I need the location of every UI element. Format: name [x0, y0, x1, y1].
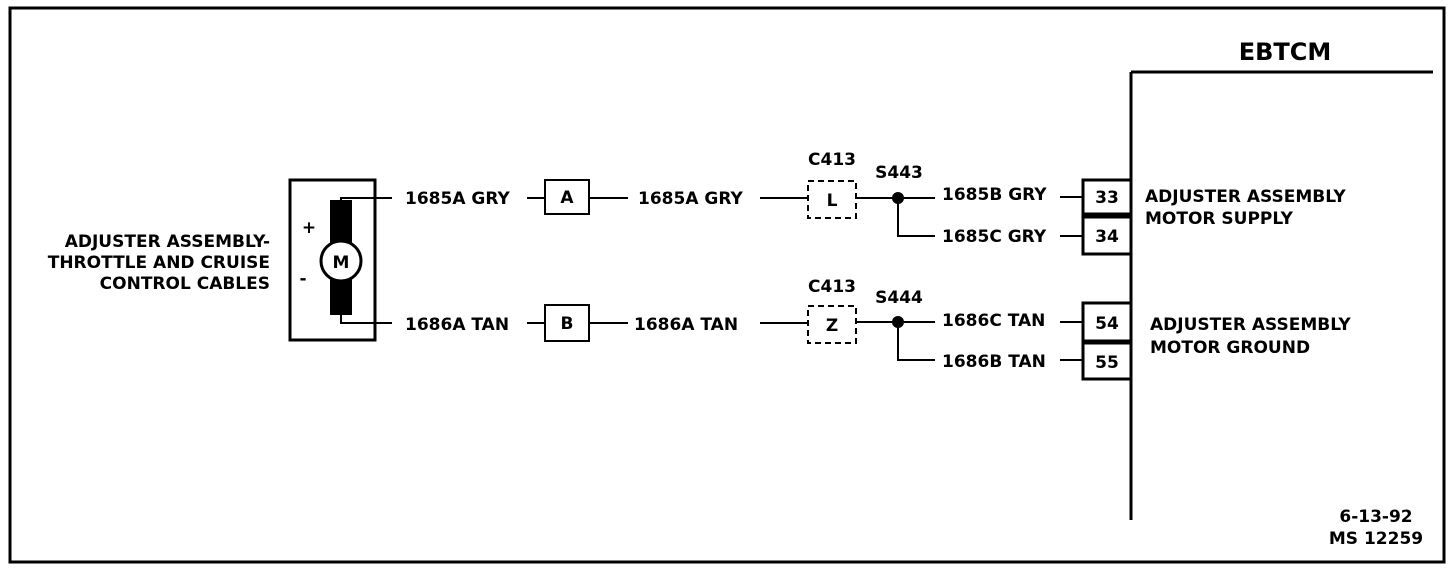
upper-connector-label: A — [560, 188, 574, 208]
pin-55-label: 55 — [1095, 353, 1119, 373]
upper-function-line1: ADJUSTER ASSEMBLY — [1145, 187, 1346, 207]
motor-label-line3: CONTROL CABLES — [100, 274, 270, 294]
pin-54-label: 54 — [1095, 314, 1119, 334]
upper-wire-left-label: 1685A GRY — [405, 189, 511, 209]
lower-inline-pin: Z — [826, 316, 838, 336]
lower-wire-mid-label: 1686A TAN — [634, 315, 738, 335]
upper-branch-top-wire-label: 1685B GRY — [942, 185, 1047, 205]
motor-label-line2: THROTTLE AND CRUISE — [48, 253, 270, 273]
lower-function-line2: MOTOR GROUND — [1150, 338, 1310, 358]
motor-plus-label: + — [302, 218, 316, 238]
lower-branch-bottom-wire-a — [897, 322, 935, 361]
motor-housing — [288, 178, 377, 342]
pin-33-box — [1081, 178, 1133, 216]
upper-wire-mid-label: 1685A GRY — [638, 189, 744, 209]
motor-symbol-label: M — [333, 253, 350, 273]
pin-33-label: 33 — [1095, 188, 1119, 208]
diagram-frame — [8, 6, 1446, 564]
motor-positive-lead — [340, 197, 392, 200]
upper-inline-connector-name: C413 — [808, 150, 856, 170]
lower-branch-top-wire-label: 1686C TAN — [942, 311, 1045, 331]
lower-function-line1: ADJUSTER ASSEMBLY — [1150, 315, 1351, 335]
adjuster-motor: M + - — [288, 178, 392, 342]
upper-circuit: 1685A GRY A 1685A GRY C413 L S443 1685B … — [405, 150, 1346, 256]
lower-branch-bottom-wire-label: 1686B TAN — [942, 352, 1046, 372]
motor-symbol — [319, 239, 363, 283]
upper-splice-label: S443 — [875, 163, 923, 183]
lower-inline-connector-box — [807, 305, 857, 344]
upper-function-line2: MOTOR SUPPLY — [1145, 209, 1294, 229]
motor-label-line1: ADJUSTER ASSEMBLY- — [65, 232, 270, 252]
footer-date: 6-13-92 — [1339, 507, 1412, 527]
upper-branch-bottom-wire-a — [897, 198, 935, 237]
lower-inline-connector-name: C413 — [808, 277, 856, 297]
pin-54-box — [1081, 301, 1133, 343]
upper-inline-connector-box — [807, 180, 857, 219]
lower-wire-left-label: 1686A TAN — [405, 315, 509, 335]
pin-55-box — [1081, 341, 1133, 381]
footer-ref: MS 12259 — [1329, 529, 1423, 549]
lower-circuit: 1686A TAN B 1686A TAN C413 Z S444 1686C … — [405, 277, 1351, 381]
pin-34-label: 34 — [1095, 227, 1119, 247]
lower-splice-label: S444 — [875, 288, 923, 308]
upper-branch-bottom-wire-label: 1685C GRY — [942, 227, 1047, 247]
pin-34-box — [1081, 215, 1133, 256]
lower-connector-label: B — [561, 314, 574, 334]
motor-minus-label: - — [299, 269, 306, 289]
lower-connector-box — [544, 304, 590, 342]
upper-inline-pin: L — [827, 191, 838, 211]
motor-negative-lead — [340, 315, 392, 324]
ebtcm-label: EBTCM — [1239, 38, 1332, 66]
